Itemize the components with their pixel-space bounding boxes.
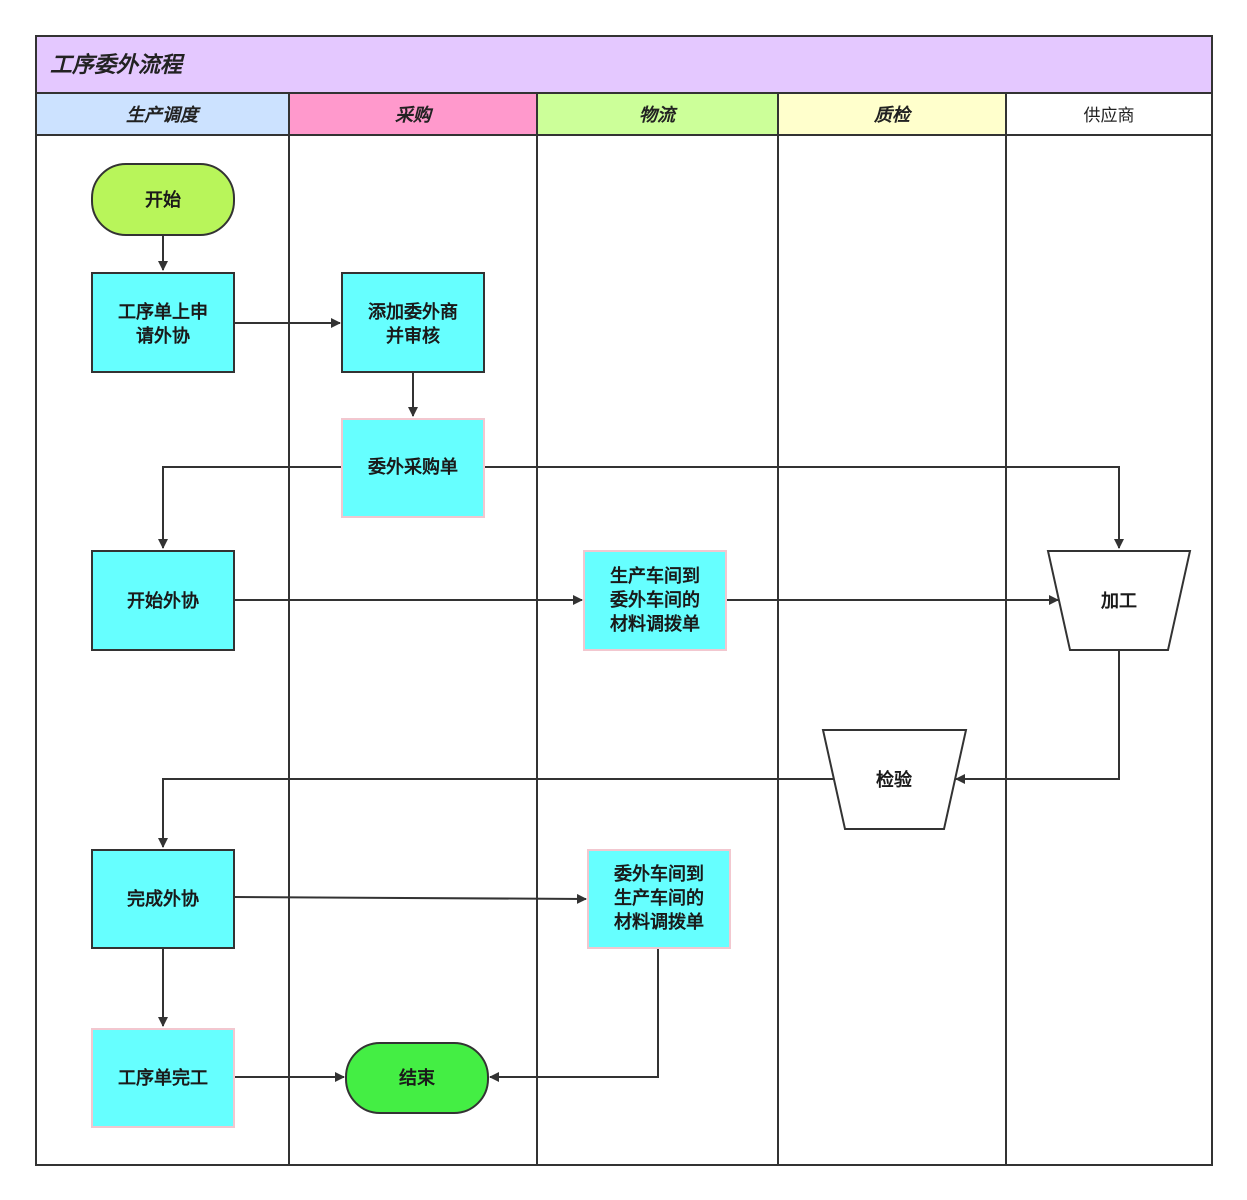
node-apply-label: 请外协 bbox=[136, 325, 190, 347]
node-purchase-order-shape bbox=[341, 418, 485, 518]
lane-label-production: 生产调度 bbox=[126, 105, 201, 126]
node-purchase-order-label: 委外采购单 bbox=[367, 456, 458, 478]
lane-label-quality: 质检 bbox=[873, 105, 913, 126]
node-finish-outsource-shape bbox=[91, 849, 235, 949]
title-bar bbox=[35, 35, 1213, 94]
edge-order-to-process bbox=[484, 466, 1124, 549]
node-end-label: 结束 bbox=[399, 1067, 436, 1089]
node-end-shape bbox=[345, 1042, 489, 1114]
edge-process-to-inspect bbox=[955, 650, 1120, 784]
node-start-shape bbox=[91, 163, 235, 236]
node-start-label: 开始 bbox=[145, 189, 181, 211]
lane-header-purchase bbox=[288, 92, 538, 136]
node-transfer-back-label: 生产车间的 bbox=[614, 887, 704, 909]
node-begin-outsource-shape bbox=[91, 550, 235, 651]
node-complete-shape bbox=[91, 1028, 235, 1128]
node-inspect-shape bbox=[821, 729, 968, 830]
node-transfer-out-shape bbox=[583, 550, 727, 651]
lane-header-logistics bbox=[536, 92, 779, 136]
node-finish-outsource-label: 完成外协 bbox=[127, 888, 199, 910]
node-add-vendor-shape bbox=[341, 272, 485, 373]
diagram-title: 工序委外流程 bbox=[50, 52, 185, 78]
node-process-shape bbox=[1046, 550, 1192, 651]
node-transfer-back-label: 材料调拨单 bbox=[614, 911, 704, 933]
node-transfer-back-label: 委外车间到 bbox=[613, 863, 704, 885]
diagram-frame bbox=[35, 35, 1213, 1166]
node-transfer-out-label: 材料调拨单 bbox=[610, 613, 700, 635]
node-apply-shape bbox=[91, 272, 235, 373]
node-add-vendor-label: 并审核 bbox=[386, 325, 440, 347]
node-begin-outsource-label: 开始外协 bbox=[127, 590, 199, 612]
lane-label-supplier: 供应商 bbox=[1084, 106, 1135, 126]
node-complete-label: 工序单完工 bbox=[118, 1067, 208, 1089]
node-transfer-out-label: 生产车间到 bbox=[610, 565, 700, 587]
node-transfer-back-shape bbox=[587, 849, 731, 949]
lane-header-supplier bbox=[1005, 92, 1213, 136]
edge-order-to-begin bbox=[158, 466, 342, 549]
lane-label-purchase: 采购 bbox=[395, 105, 434, 126]
node-transfer-out-label: 委外车间的 bbox=[609, 589, 700, 611]
edge-inspect-to-finish bbox=[158, 778, 833, 848]
lane-label-logistics: 物流 bbox=[639, 105, 678, 126]
edges bbox=[158, 235, 1124, 1082]
edge-finish-to-transfer-back bbox=[233, 893, 587, 904]
node-apply-label: 工序单上申 bbox=[118, 301, 208, 323]
node-inspect-label: 检验 bbox=[876, 769, 913, 791]
node-process-label: 加工 bbox=[1100, 591, 1137, 612]
edge-transfer-back-to-end bbox=[489, 948, 659, 1082]
node-add-vendor-label: 添加委外商 bbox=[368, 301, 458, 323]
